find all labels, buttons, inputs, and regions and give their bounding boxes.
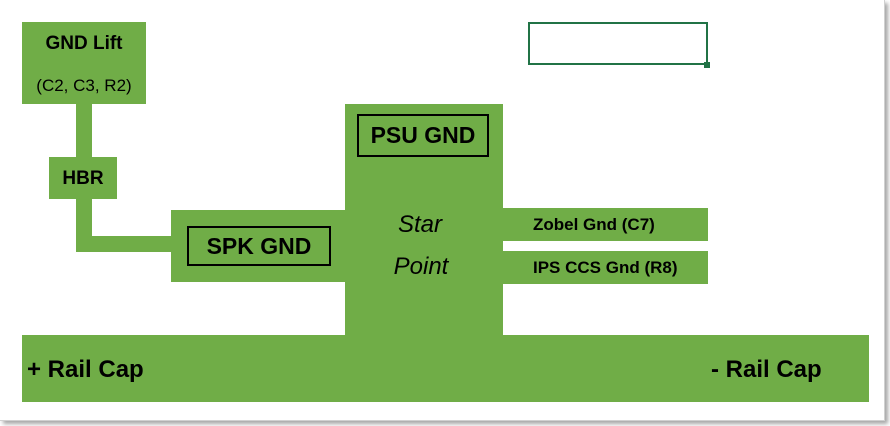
zobel-label: Zobel Gnd (C7) bbox=[533, 215, 655, 234]
gnd-lift-block bbox=[22, 22, 146, 104]
zobel-bar bbox=[503, 208, 708, 241]
star-point-line1: Star bbox=[397, 211, 442, 238]
rail-plus-label: + Rail Cap bbox=[27, 356, 144, 383]
hbr-label: HBR bbox=[62, 168, 104, 189]
psu-gnd-label: PSU GND bbox=[357, 114, 489, 157]
hbr-block bbox=[49, 157, 117, 199]
rail-minus-label: - Rail Cap bbox=[711, 356, 822, 383]
fill-handle[interactable] bbox=[704, 62, 710, 68]
ips-ccs-label: IPS CCS Gnd (R8) bbox=[533, 258, 678, 277]
star-point-line2: Point bbox=[393, 253, 449, 280]
selected-cell[interactable] bbox=[528, 22, 708, 65]
ips-ccs-bar bbox=[503, 251, 708, 284]
spk-gnd-label: SPK GND bbox=[187, 226, 331, 266]
star-point-block bbox=[345, 104, 503, 336]
spk-connector bbox=[76, 236, 186, 252]
gnd-lift-subtitle: (C2, C3, R2) bbox=[36, 76, 132, 95]
rail-bar bbox=[22, 335, 869, 402]
spk-gnd-block bbox=[171, 210, 346, 282]
gnd-lift-title: GND Lift bbox=[45, 33, 123, 54]
